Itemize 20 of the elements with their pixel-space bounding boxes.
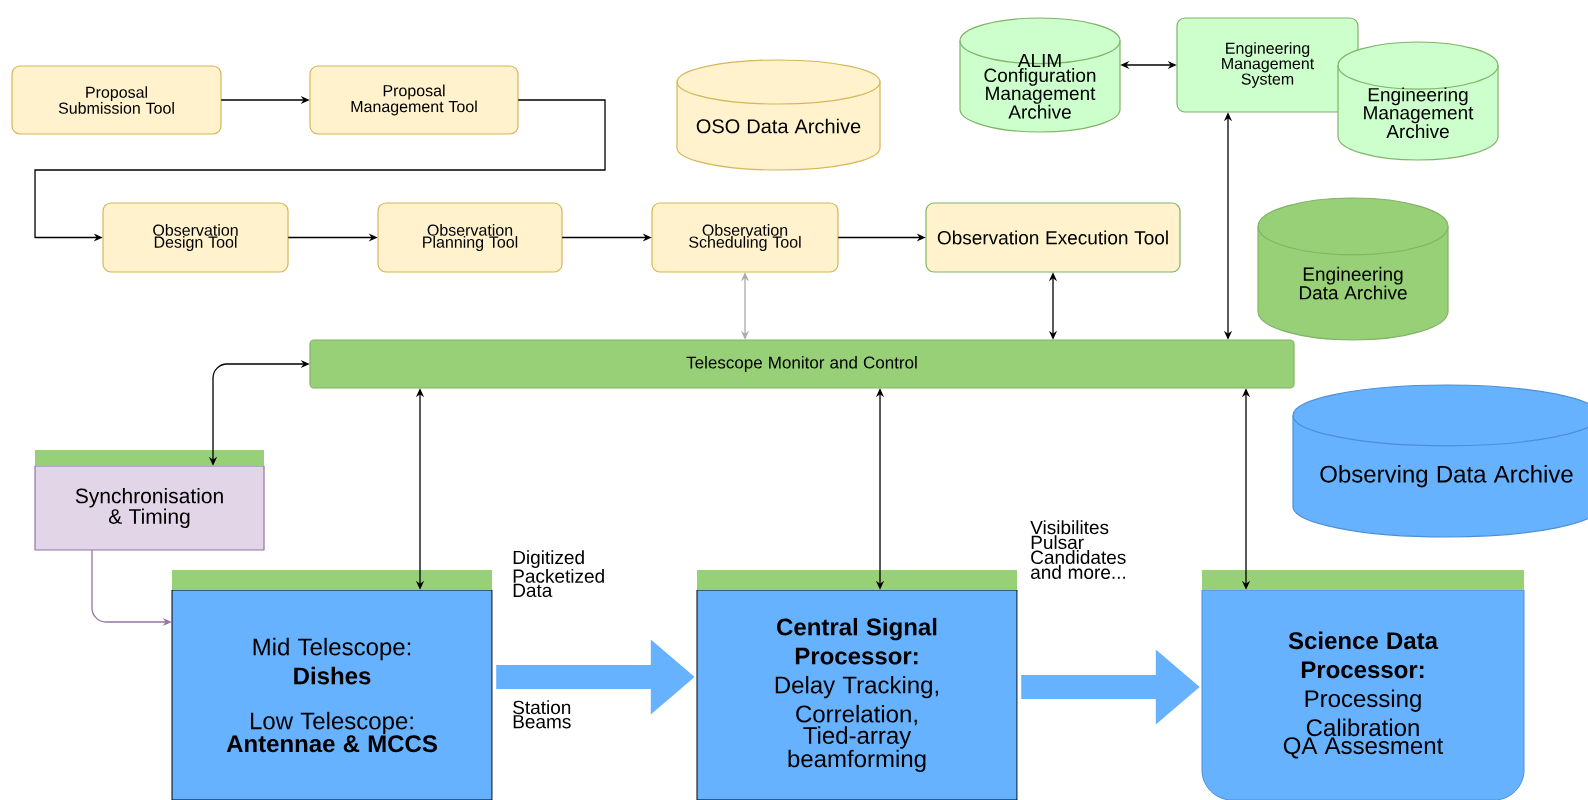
tool-box: Observation Design Tool xyxy=(102,202,289,273)
component-box: Synchronisation & Timing xyxy=(34,450,265,551)
component-box: Science Data Processor: Processing Calibration QA Assesment xyxy=(1201,570,1525,800)
tool-box: Observation Execution Tool xyxy=(925,202,1181,273)
component-box: Mid Telescope: Dishes Low Telescope: Antennae & MCCS xyxy=(171,570,493,800)
system-box: Engineering Management System xyxy=(1176,17,1359,113)
database-cylinder: Observing Data Archive xyxy=(1292,384,1588,538)
database-cylinder: OSO Data Archive xyxy=(676,59,881,171)
control-bar: Telescope Monitor and Control xyxy=(309,339,1295,389)
component-box: Central Signal Processor: Delay Tracking, Correlation, Tied-array beamforming xyxy=(696,570,1018,800)
tool-box: Proposal Management Tool xyxy=(309,65,519,135)
database-cylinder: Engineering Management Archive xyxy=(1337,41,1499,161)
flow-label: Visibilites Pulsar Candidates and more... xyxy=(1030,520,1126,579)
tool-box: Observation Planning Tool xyxy=(377,202,563,273)
flow-label: Station Beams xyxy=(513,700,571,729)
flow-label: Digitized Packetized Data xyxy=(513,550,604,598)
tool-box: Observation Scheduling Tool xyxy=(651,202,839,273)
database-cylinder: Engineering Data Archive xyxy=(1257,197,1449,341)
database-cylinder: ALIM Configuration Management Archive xyxy=(959,17,1121,133)
tool-box: Proposal Submission Tool xyxy=(11,65,222,135)
